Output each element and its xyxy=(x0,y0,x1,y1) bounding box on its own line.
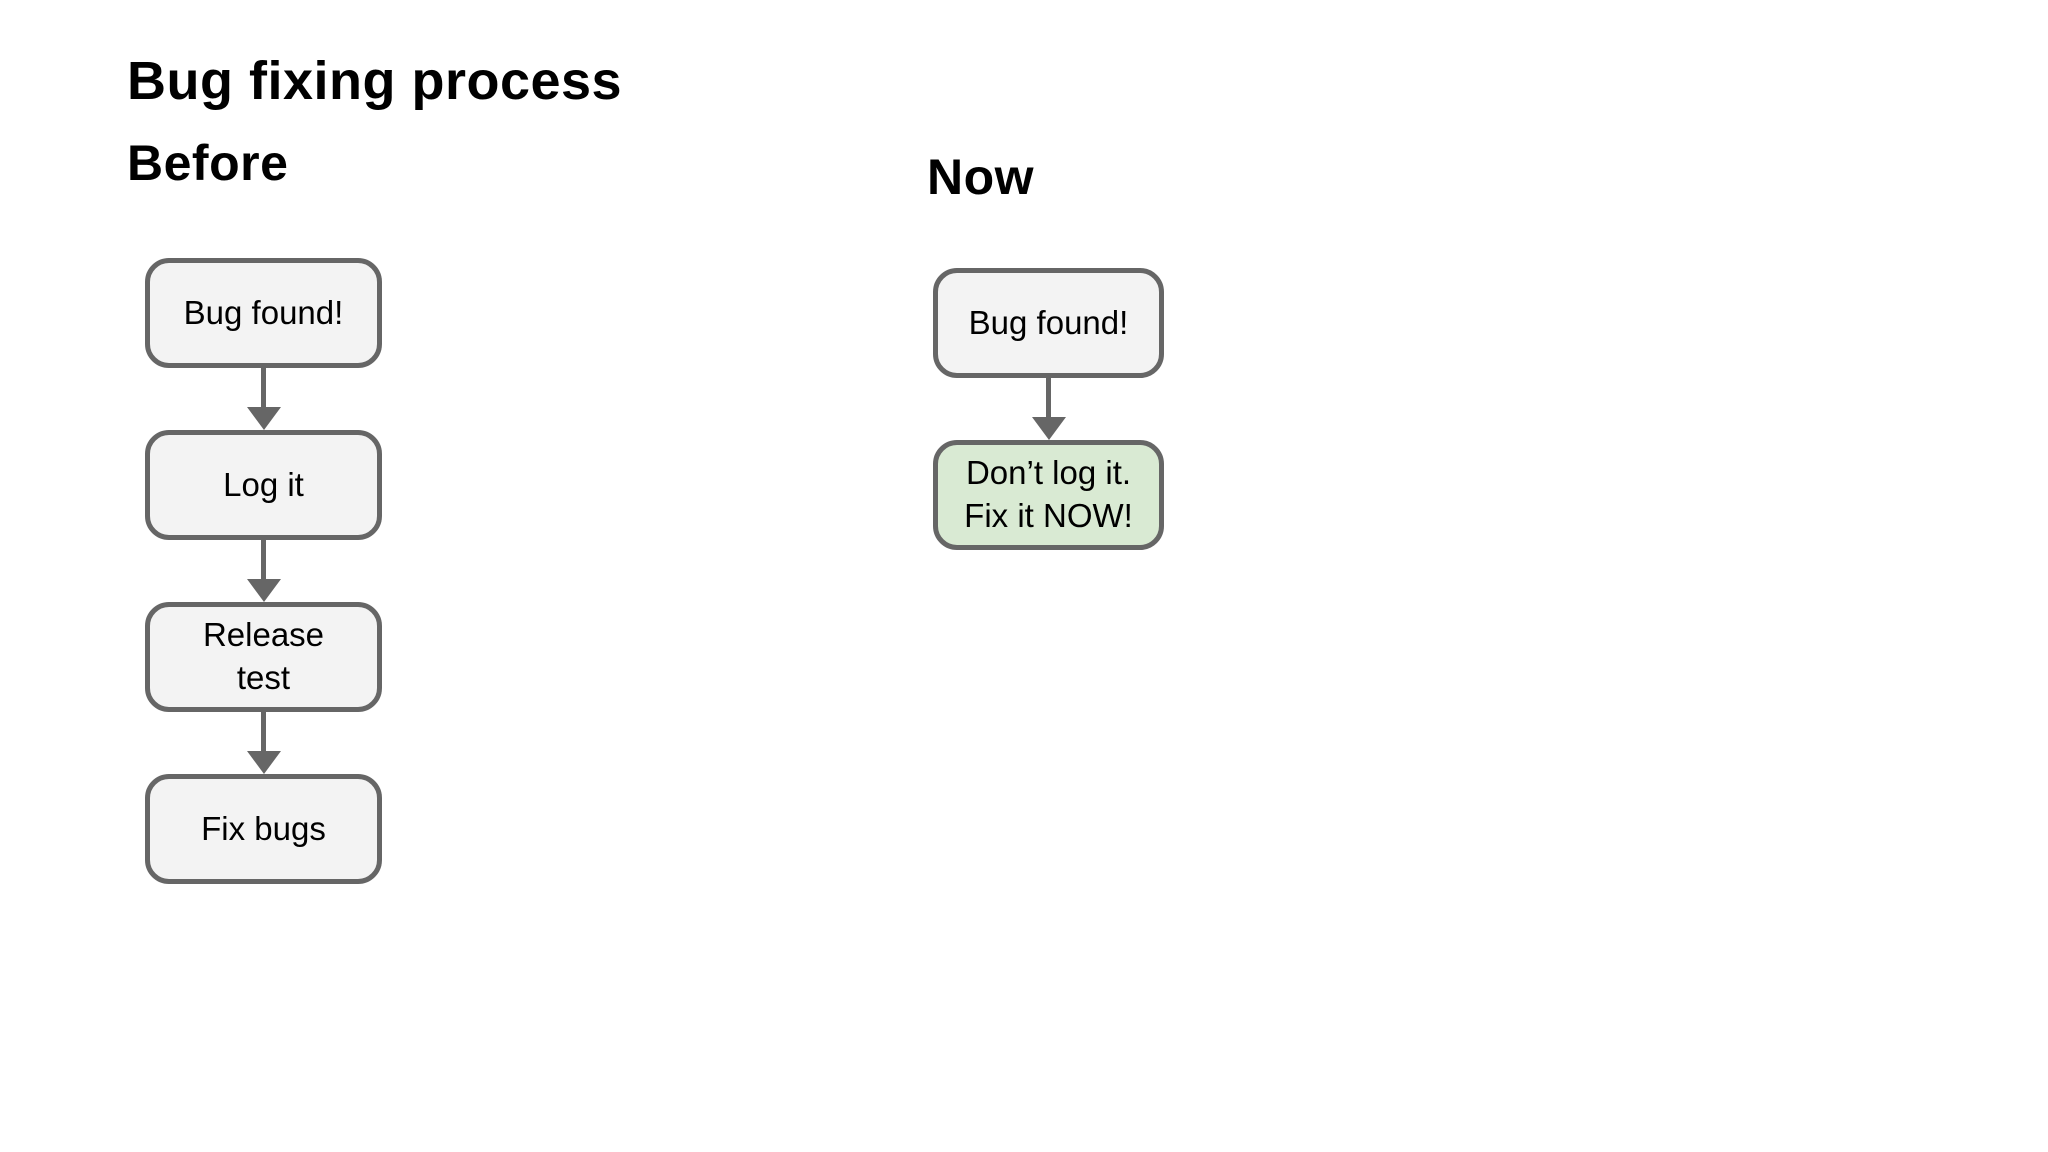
flow-node-bug-found-now: Bug found! xyxy=(933,268,1164,378)
before-heading: Before xyxy=(127,135,289,191)
arrow-down-icon xyxy=(145,368,382,430)
now-flowchart: Bug found! Don’t log it. Fix it NOW! xyxy=(933,268,1164,550)
flow-node-bug-found-before: Bug found! xyxy=(145,258,382,368)
flow-node-release-test: Release test xyxy=(145,602,382,712)
arrow-down-icon xyxy=(145,540,382,602)
before-flowchart: Bug found! Log it Release test Fix bugs xyxy=(145,258,382,884)
arrow-stem xyxy=(261,712,266,751)
flow-node-log-it: Log it xyxy=(145,430,382,540)
flow-node-fix-it-now: Don’t log it. Fix it NOW! xyxy=(933,440,1164,550)
arrow-head xyxy=(246,579,281,602)
arrow-head xyxy=(246,407,281,430)
arrow-down-icon xyxy=(933,378,1164,440)
arrow-head xyxy=(1031,417,1066,440)
arrow-stem xyxy=(1046,378,1051,417)
arrow-head xyxy=(246,751,281,774)
flow-node-fix-bugs: Fix bugs xyxy=(145,774,382,884)
arrow-stem xyxy=(261,540,266,579)
now-heading: Now xyxy=(927,149,1035,205)
page-title: Bug fixing process xyxy=(127,51,623,111)
arrow-stem xyxy=(261,368,266,407)
arrow-down-icon xyxy=(145,712,382,774)
